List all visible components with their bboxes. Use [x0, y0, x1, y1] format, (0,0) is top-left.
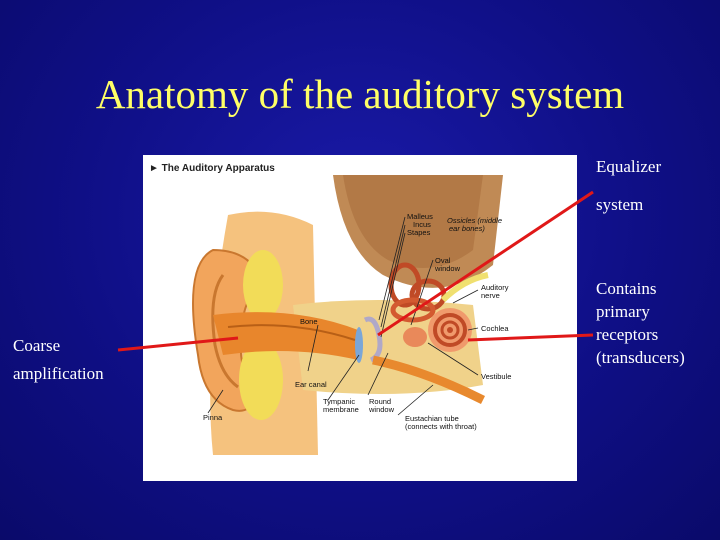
auditory-apparatus-figure: ► The Auditory Apparatus Malleus Incus S… — [143, 155, 577, 481]
label-tympanic-2: membrane — [323, 405, 359, 414]
leader-lines — [207, 216, 479, 416]
vestibule-shape — [403, 327, 427, 347]
label-tympanic: Tympanic — [323, 397, 356, 406]
coarse-line-2: amplification — [13, 364, 104, 383]
brain-shade — [343, 175, 483, 268]
slide-title: Anatomy of the auditory system — [95, 71, 625, 117]
tympanic-membrane-shape — [355, 327, 363, 363]
equalizer-line-1: Equalizer — [596, 157, 662, 176]
label-auditory-nerve: Auditory — [481, 283, 509, 292]
label-round-window: Round — [369, 397, 392, 406]
label-auditory-nerve-2: nerve — [481, 291, 500, 300]
label-ear-canal: Ear canal — [295, 380, 327, 389]
auditory-nerve-shape — [440, 272, 489, 303]
contains-line-1: Contains — [596, 279, 657, 298]
cochlea-turn-1 — [433, 313, 467, 347]
label-round-window-2: window — [369, 405, 395, 414]
pinna-fold — [211, 274, 239, 389]
label-oval-window-2: window — [435, 264, 461, 273]
cochlea-apex — [447, 327, 453, 333]
label-bone: Bone — [300, 317, 318, 326]
fat-tissue-lower — [239, 340, 283, 420]
fat-tissue-upper — [243, 250, 283, 320]
ear-canal-shape — [213, 312, 358, 360]
label-oval-window: Oval — [435, 256, 451, 265]
contains-line-2: primary — [596, 302, 650, 321]
label-vestibule: Vestibule — [481, 372, 512, 381]
ear-canal-line — [227, 324, 356, 341]
label-eustachian-2: (connects with throat) — [405, 422, 477, 431]
label-pinna: Pinna — [203, 413, 223, 422]
cochlea-turn-2 — [440, 320, 460, 340]
label-eustachian: Eustachian tube — [405, 414, 459, 423]
contains-line-3: receptors — [596, 325, 659, 344]
label-incus: Incus — [413, 220, 431, 229]
label-ossicles-2: ear bones) — [449, 224, 485, 233]
contains-line-4: (transducers) — [596, 348, 685, 367]
label-cochlea: Cochlea — [481, 324, 509, 333]
coarse-line-1: Coarse — [13, 336, 61, 355]
figure-caption: ► The Auditory Apparatus — [149, 163, 275, 174]
label-stapes: Stapes — [407, 228, 431, 237]
label-ossicles: Ossicles (middle — [447, 216, 503, 225]
ear-illustration — [192, 175, 503, 455]
label-malleus: Malleus — [407, 212, 433, 221]
equalizer-line-2: system — [596, 195, 644, 214]
contains-pointer — [467, 333, 594, 342]
coarse-pointer — [117, 336, 239, 352]
equalizer-pointer — [377, 190, 594, 337]
